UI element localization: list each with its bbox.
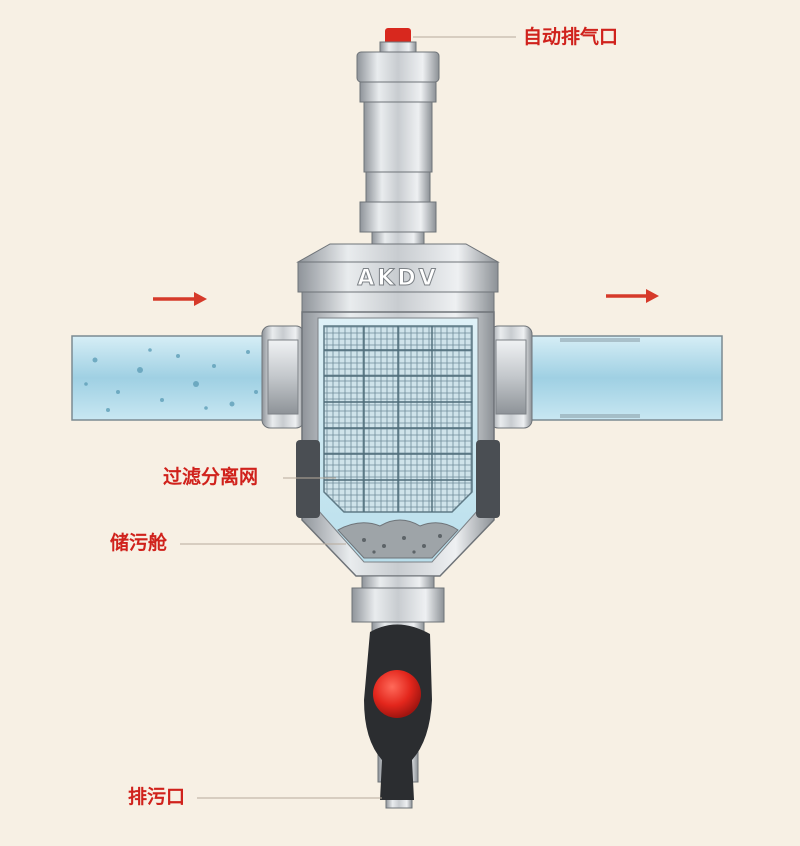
- leader-lines: [180, 36, 516, 799]
- auto-vent-label: 自动排气口: [523, 26, 619, 48]
- vent-assembly: [356, 28, 440, 245]
- inlet-pipe: [71, 335, 273, 421]
- sludge-chamber: [337, 519, 459, 559]
- filter-mesh-label: 过滤分离网: [163, 466, 259, 488]
- brand-logo: AKDV: [357, 266, 438, 291]
- drain-outlet-label: 排污口: [128, 786, 186, 808]
- filter-mesh: [323, 325, 473, 513]
- flow-arrow-in-icon: [153, 292, 207, 306]
- outlet-pipe: [519, 335, 723, 421]
- sludge-chamber-label: 储污舱: [110, 532, 168, 554]
- drain-valve[interactable]: [364, 624, 432, 800]
- flow-arrow-out-icon: [606, 289, 659, 303]
- outlet-union: [489, 325, 533, 429]
- valve-knob[interactable]: [373, 670, 421, 718]
- inlet-union: [261, 325, 305, 429]
